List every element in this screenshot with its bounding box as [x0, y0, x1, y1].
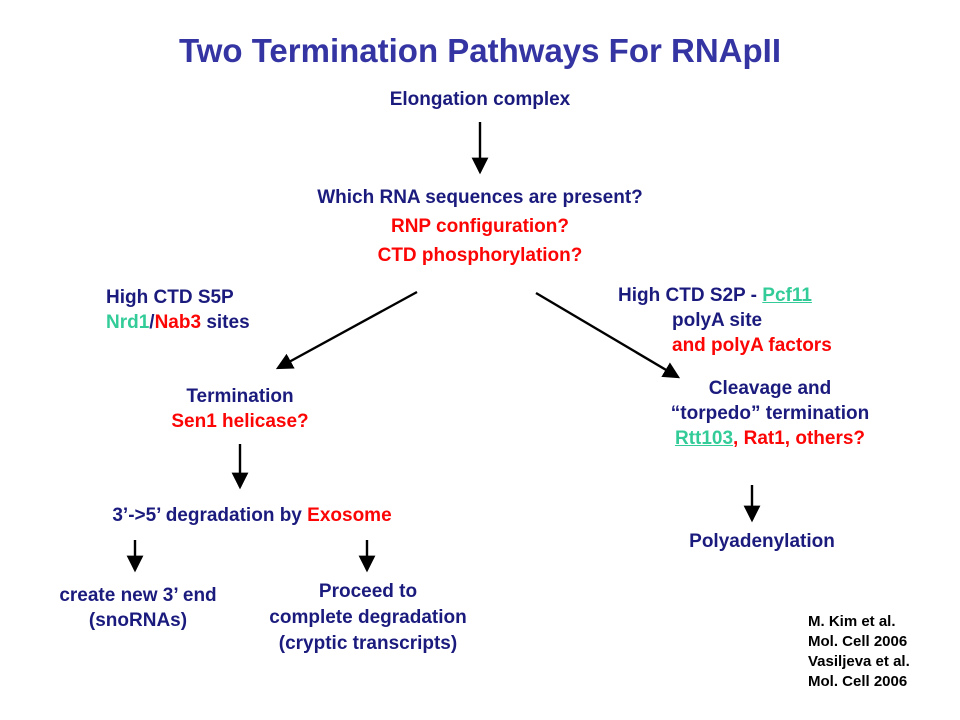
- label-rat1-others: , Rat1, others?: [733, 428, 866, 449]
- citation-line3: Vasiljeva et al.: [808, 653, 910, 670]
- page-title: Two Termination Pathways For RNApII: [179, 32, 781, 69]
- proceed-line3: (cryptic transcripts): [278, 633, 458, 654]
- node-create-new-end: create new 3’ end (snoRNAs): [28, 583, 248, 633]
- cleavage-line1: Cleavage and: [708, 378, 832, 399]
- label-high-ctd-s2p: High CTD S2P -: [618, 285, 763, 306]
- node-question-block: Which RNA sequences are present? RNP con…: [0, 183, 960, 270]
- node-elongation-complex: Elongation complex: [389, 89, 571, 110]
- cleavage-line2: “torpedo” termination: [670, 403, 870, 424]
- left-branch-line1: High CTD S5P: [106, 287, 234, 308]
- link-rtt103[interactable]: Rtt103: [674, 428, 734, 449]
- label-sites: sites: [201, 312, 250, 333]
- link-pcf11[interactable]: Pcf11: [762, 285, 812, 306]
- create-new-line1: create new 3’ end: [59, 585, 217, 606]
- question-line-ctd-phosphorylation: CTD phosphorylation?: [377, 245, 583, 266]
- proceed-line1: Proceed to: [318, 581, 418, 602]
- label-exosome: Exosome: [307, 505, 392, 526]
- termination-line1: Termination: [186, 386, 294, 407]
- label-nrd1: Nrd1: [106, 312, 150, 333]
- create-new-line2: (snoRNAs): [88, 610, 188, 631]
- left-branch-line2: Nrd1/Nab3 sites: [106, 310, 250, 335]
- node-termination: Termination Sen1 helicase?: [120, 384, 360, 434]
- cleavage-line3: Rtt103, Rat1, others?: [635, 426, 905, 451]
- citation-line4: Mol. Cell 2006: [808, 673, 908, 690]
- termination-line2: Sen1 helicase?: [171, 411, 309, 432]
- citation-block: M. Kim et al. Mol. Cell 2006 Vasiljeva e…: [808, 612, 910, 692]
- label-slash: /: [149, 312, 155, 333]
- node-cleavage: Cleavage and “torpedo” termination Rtt10…: [635, 376, 905, 451]
- node-left-branch-label: High CTD S5P Nrd1/Nab3 sites: [106, 285, 250, 335]
- proceed-line2: complete degradation: [269, 607, 467, 628]
- node-proceed-degradation: Proceed to complete degradation (cryptic…: [243, 579, 493, 657]
- citation-line2: Mol. Cell 2006: [808, 633, 908, 650]
- label-degradation-by: 3’->5’ degradation by: [112, 505, 308, 526]
- arrow-question-to-termination: [275, 290, 418, 370]
- node-degradation: 3’->5’ degradation by Exosome: [40, 503, 464, 528]
- label-nab3: Nab3: [154, 312, 202, 333]
- right-branch-line2: polyA site: [672, 310, 763, 331]
- right-branch-line3: and polyA factors: [672, 335, 832, 356]
- citation-line1: M. Kim et al.: [808, 613, 896, 630]
- node-polyadenylation: Polyadenylation: [689, 531, 835, 552]
- question-line-rnp-configuration: RNP configuration?: [390, 216, 570, 237]
- right-branch-line1: High CTD S2P - Pcf11: [618, 283, 812, 308]
- question-line-rna-sequences: Which RNA sequences are present?: [317, 187, 643, 208]
